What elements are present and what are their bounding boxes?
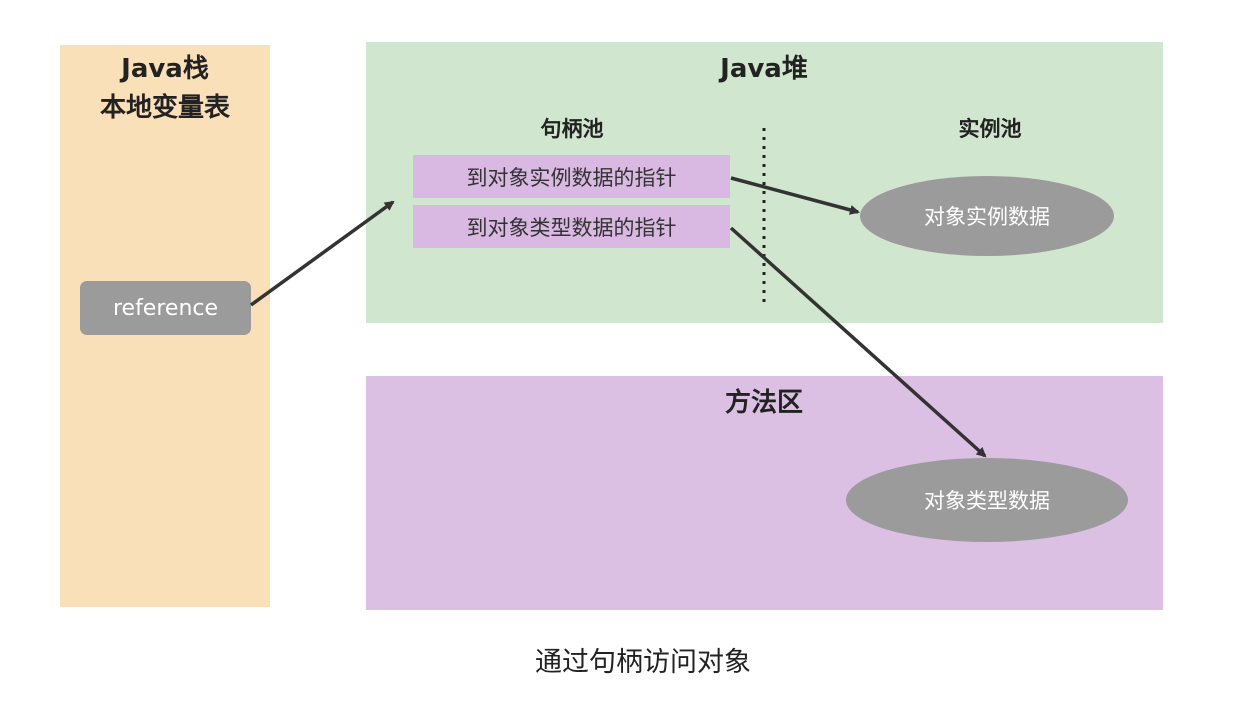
type-pointer-handle: 到对象类型数据的指针 — [413, 205, 730, 248]
reference-to-handle-arrow — [249, 200, 395, 307]
handle-to-instance-arrow — [730, 176, 860, 215]
local-variable-table-title: 本地变量表 — [99, 93, 230, 123]
method-area-title: 方法区 — [724, 388, 803, 418]
instance-data-ellipse: 对象实例数据 — [860, 176, 1114, 256]
instance-pointer-handle: 到对象实例数据的指针 — [413, 155, 730, 198]
handle-pool-label: 句柄池 — [540, 117, 604, 141]
handle-to-type-arrow — [729, 226, 987, 458]
java-heap-title: Java堆 — [720, 54, 808, 84]
instance-pool-label: 实例池 — [958, 117, 1022, 141]
java-stack-title: Java栈 — [121, 54, 209, 84]
type-data-ellipse: 对象类型数据 — [846, 458, 1128, 542]
reference-box: reference — [80, 281, 251, 335]
diagram-caption: 通过句柄访问对象 — [535, 647, 751, 678]
